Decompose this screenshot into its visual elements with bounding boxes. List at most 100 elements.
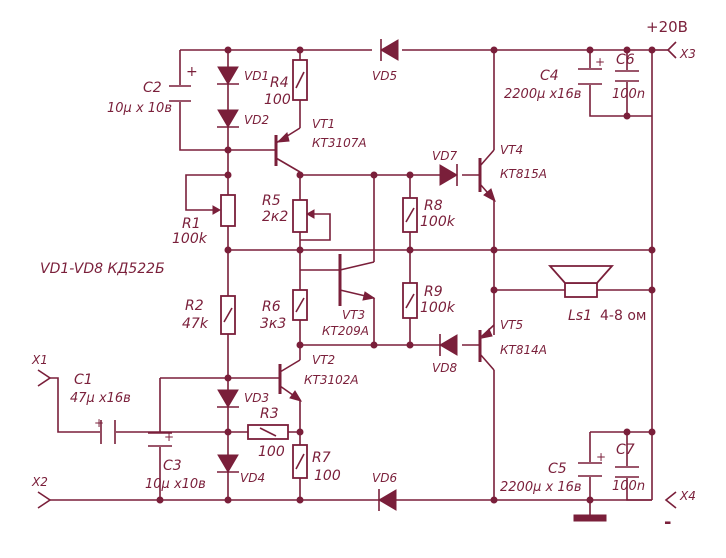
junctions [156, 46, 656, 504]
c4-plus: + [595, 55, 605, 69]
diode-vd2 [217, 109, 239, 128]
r5-name: R5 [262, 193, 281, 209]
transistor-vt4 [478, 149, 496, 203]
diode-vd1 [217, 66, 239, 85]
c3-value: 10μ x10в [145, 477, 206, 492]
transistor-vt1 [274, 127, 301, 173]
vt4-name: VT4 [500, 143, 523, 157]
terminal-x3 [666, 41, 677, 59]
terminal-x1 [37, 369, 52, 387]
diode-note: VD1-VD8 КД522Б [40, 261, 165, 277]
resistor-r3 [247, 424, 289, 440]
transistor-vt3 [338, 254, 376, 306]
c1-plus: + [94, 416, 104, 430]
resistor-r6 [292, 289, 308, 321]
c5-plus: + [596, 450, 606, 464]
capacitor-c3 [148, 432, 172, 447]
terminal-x4 [664, 491, 677, 509]
vd1-label: VD1 [244, 69, 269, 83]
r5-value: 2к2 [262, 209, 288, 225]
diode-vd6 [378, 489, 397, 511]
vt2-type: КТ3102А [304, 373, 359, 387]
ls1-value: 4-8 ом [600, 308, 646, 324]
c1-name: C1 [74, 372, 93, 388]
c7-name: C7 [616, 442, 635, 458]
r1-value: 100k [172, 231, 208, 247]
vd4-label: VD4 [240, 471, 265, 485]
supply-label: +20В [646, 18, 688, 36]
c5-name: C5 [548, 461, 567, 477]
resistor-r9 [402, 282, 418, 319]
capacitor-c5 [578, 462, 602, 477]
vt4-type: КТ815А [500, 167, 547, 181]
c1-value: 47μ x16в [70, 391, 131, 406]
capacitor-c2 [169, 85, 191, 102]
r9-value: 100k [420, 300, 456, 316]
x4-label: X4 [679, 489, 696, 503]
c4-value: 2200μ x16в [504, 87, 581, 102]
vt1-name: VT1 [312, 117, 335, 131]
vd6-label: VD6 [372, 471, 397, 485]
c5-value: 2200μ x 16в [500, 480, 582, 495]
vt5-name: VT5 [500, 318, 523, 332]
resistor-r2 [220, 295, 236, 335]
diode-vd7 [439, 164, 458, 186]
vd7-label: VD7 [432, 149, 457, 163]
resistor-r5 [292, 199, 315, 233]
r7-name: R7 [312, 450, 331, 466]
r8-value: 100k [420, 214, 456, 230]
diode-vd5 [372, 39, 402, 61]
diode-vd3 [217, 389, 239, 408]
r4-name: R4 [270, 75, 289, 91]
r9-name: R9 [424, 284, 443, 300]
resistor-r4 [292, 59, 308, 101]
x1-label: X1 [31, 353, 48, 367]
c6-name: C6 [616, 52, 635, 68]
vt2-name: VT2 [312, 353, 335, 367]
vt5-type: КТ814А [500, 343, 547, 357]
r6-name: R6 [262, 299, 281, 315]
vd8-label: VD8 [432, 361, 457, 375]
capacitor-c1 [100, 420, 116, 444]
c2-name: C2 [143, 80, 162, 96]
capacitor-c6 [615, 70, 639, 82]
resistor-r7 [292, 444, 308, 479]
vd2-label: VD2 [244, 113, 269, 127]
resistor-r8 [402, 197, 418, 233]
ground-symbol [573, 514, 607, 522]
diode-vd4 [217, 454, 239, 473]
r8-name: R8 [424, 198, 443, 214]
speaker-ls1 [548, 265, 614, 298]
vt3-name: VT3 [342, 308, 365, 322]
r3-name: R3 [260, 406, 279, 422]
r6-value: 3к3 [260, 316, 286, 332]
r7-value: 100 [314, 468, 341, 484]
vt3-type: КТ209А [322, 324, 369, 338]
c3-name: C3 [163, 458, 182, 474]
c7-value: 100n [612, 479, 645, 494]
transistor-vt2 [278, 359, 303, 402]
r4-value: 100 [264, 92, 291, 108]
capacitor-c7 [615, 466, 639, 478]
capacitor-c4 [578, 68, 602, 85]
c2-plus: + [186, 64, 198, 80]
x3-label: X3 [679, 47, 696, 61]
r3-value: 100 [258, 444, 285, 460]
c3-plus: + [164, 430, 174, 444]
resistor-r1 [212, 194, 236, 227]
r2-name: R2 [185, 298, 204, 314]
vd5-label: VD5 [372, 69, 397, 83]
terminal-x2 [37, 491, 52, 509]
ls1-name: Ls1 [568, 308, 592, 324]
transistor-vt5 [478, 324, 495, 371]
c4-name: C4 [540, 68, 559, 84]
vt1-type: КТ3107А [312, 136, 367, 150]
diode-vd8 [439, 334, 458, 356]
x2-label: X2 [31, 475, 48, 489]
vd3-label: VD3 [244, 391, 269, 405]
r1-name: R1 [182, 216, 201, 232]
minus-label: - [664, 512, 671, 533]
c2-value: 10μ x 10в [107, 101, 172, 116]
r2-value: 47k [182, 316, 209, 332]
